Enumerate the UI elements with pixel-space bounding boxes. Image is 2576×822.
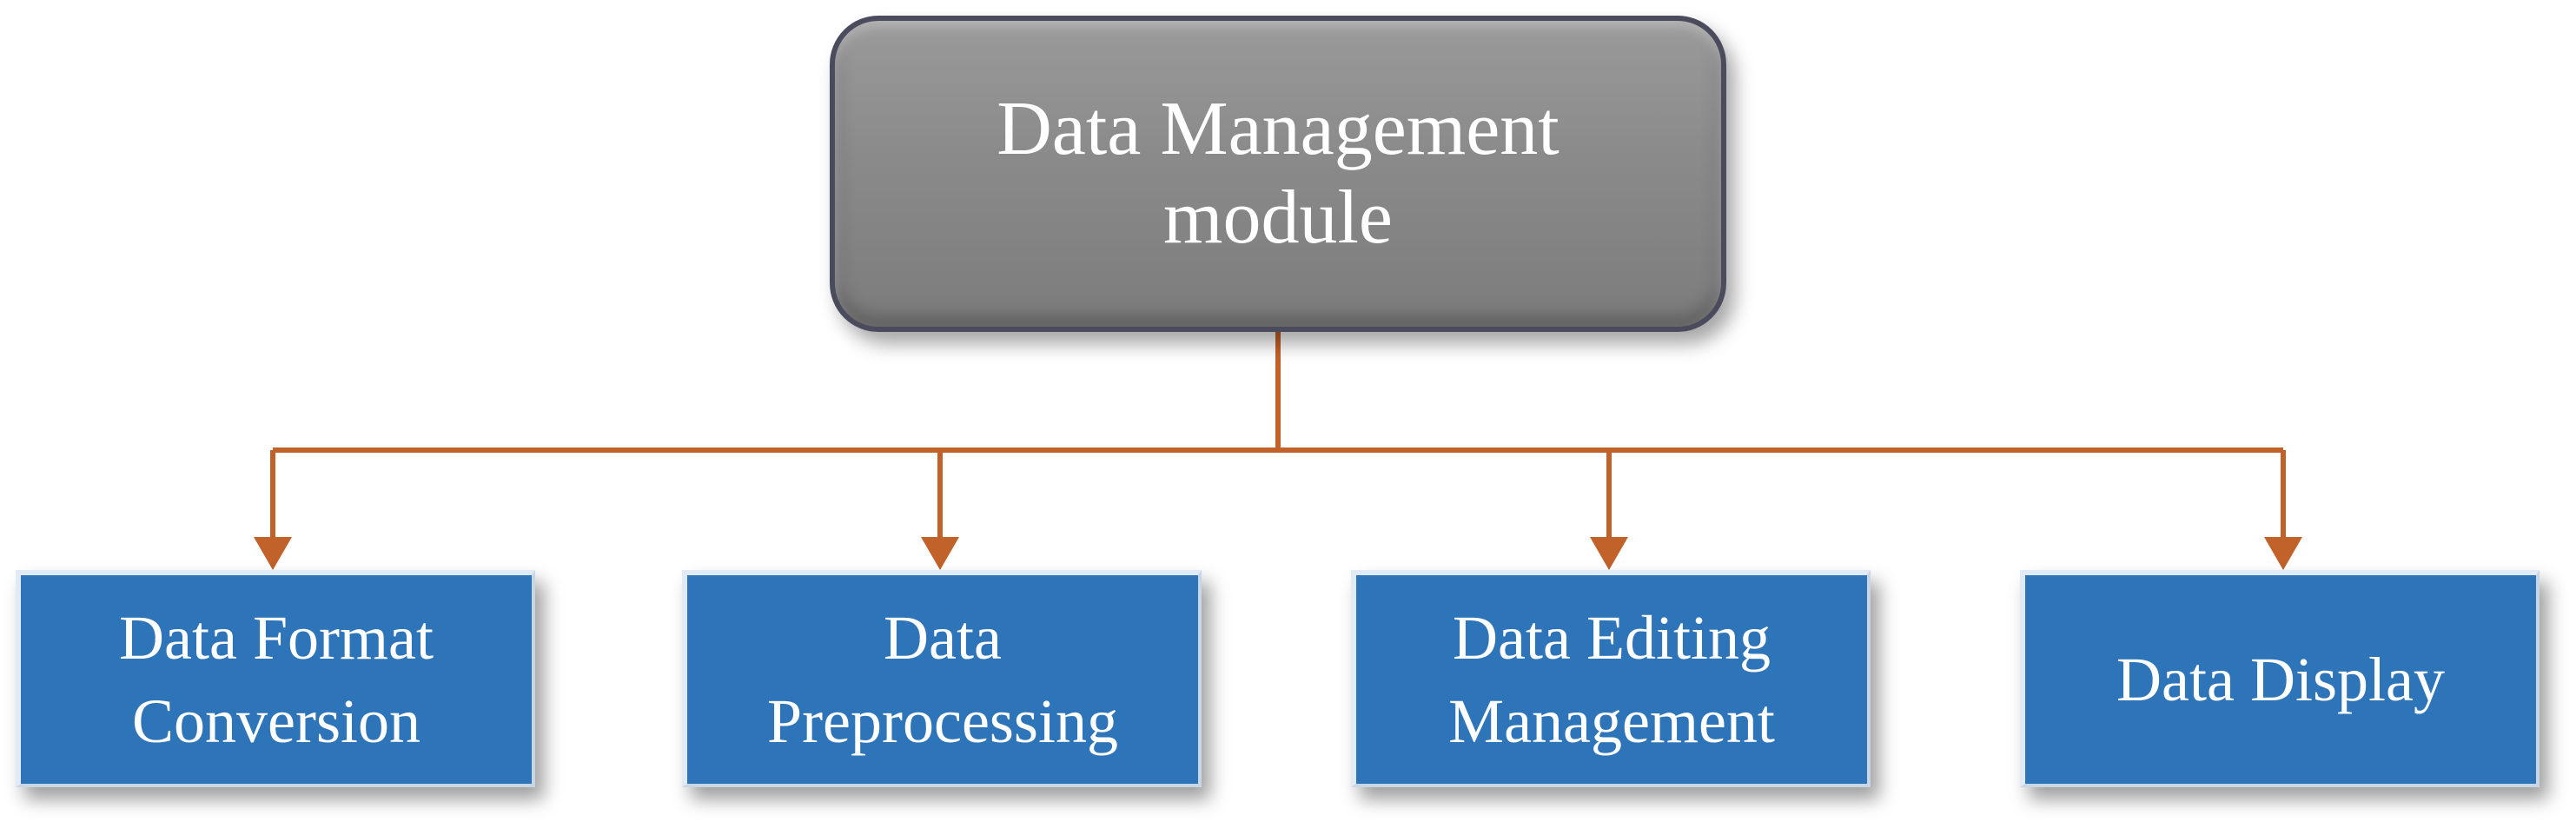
child-node-data-format-conversion: Data Format Conversion <box>16 570 535 787</box>
root-node-label: Data Management module <box>997 87 1560 260</box>
child-node-label: Data Display <box>2116 645 2445 714</box>
child-node-data-display: Data Display <box>2020 570 2540 787</box>
arrowhead-1 <box>254 537 292 570</box>
arrowhead-2 <box>921 537 959 570</box>
child-node-data-editing-management: Data Editing Management <box>1351 570 1871 787</box>
child-node-label: Data Editing Management <box>1448 603 1775 756</box>
arrowhead-3 <box>1590 537 1628 570</box>
root-node-data-management: Data Management module <box>830 16 1726 332</box>
child-node-label: Data Format Conversion <box>119 603 434 756</box>
child-node-label: Data Preprocessing <box>767 603 1118 756</box>
child-node-data-preprocessing: Data Preprocessing <box>682 570 1202 787</box>
arrowhead-4 <box>2264 537 2302 570</box>
